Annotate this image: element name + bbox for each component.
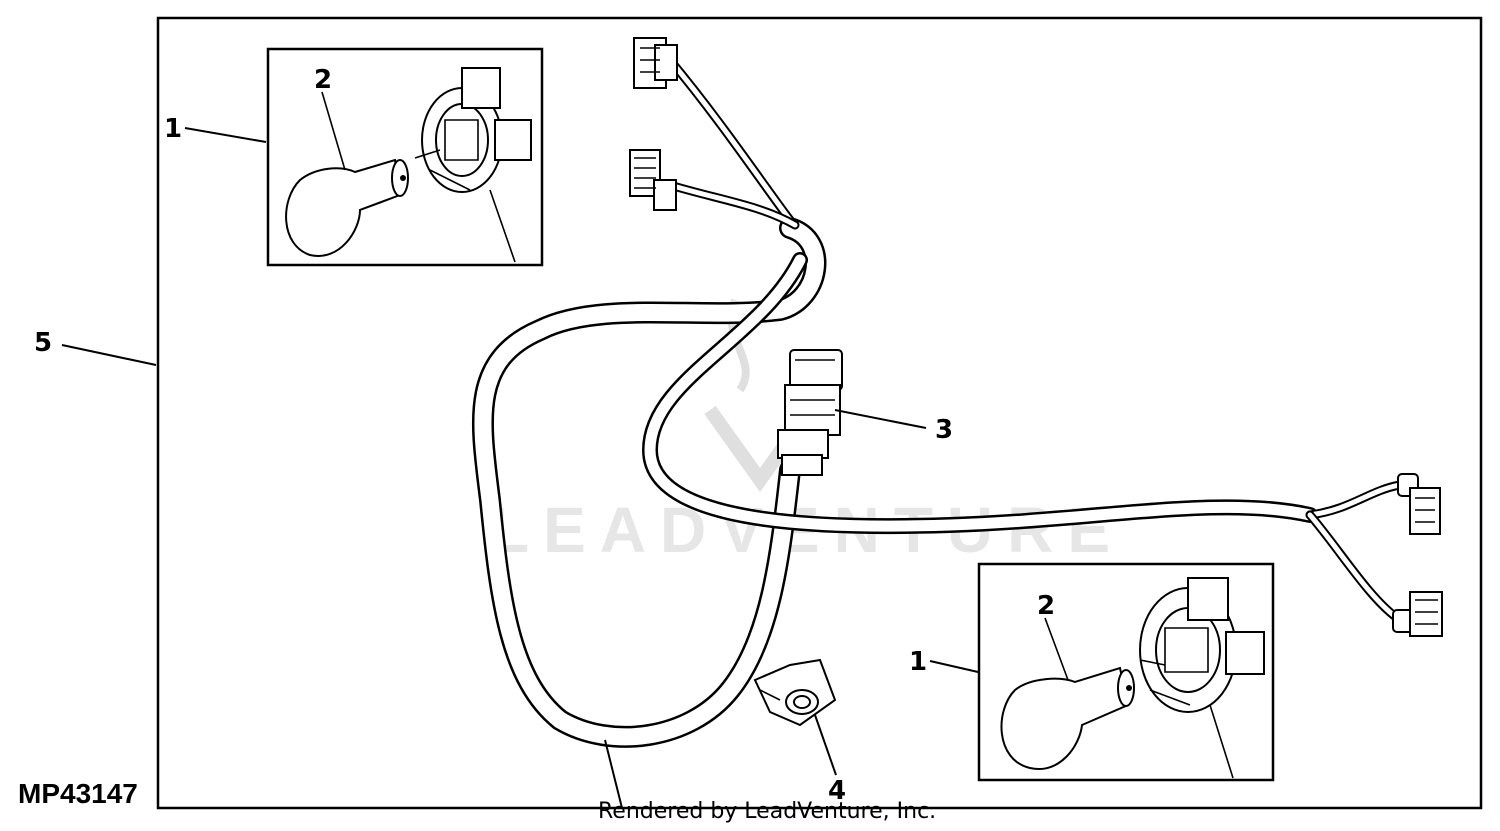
callout-label-2-lower: 2 [1037,591,1055,621]
wiring-harness [471,55,1405,748]
socket-item-4 [753,658,837,727]
connector-item-3 [777,349,843,476]
connector-upper-left [629,149,677,211]
callout-label-1-lower: 1 [909,647,927,677]
inset-upper-left [266,47,544,267]
socket-upper [414,67,532,193]
harness-leader-line [604,739,623,809]
figure-id: MP43147 [18,778,138,809]
connector-right-lower [1392,591,1443,637]
callout-3: 3 [834,409,953,445]
callout-2-lower: 2 [1037,591,1055,621]
callout-4: 4 [814,714,846,806]
callout-5: 5 [34,328,157,366]
inset-lower-right [977,562,1275,782]
credit-text: Rendered by LeadVenture, Inc. [598,799,936,824]
callout-label-4: 4 [828,776,846,806]
callout-label-2-upper: 2 [314,65,332,95]
connector-right-upper [1397,473,1441,535]
connector-top [633,37,678,89]
bulb-upper [285,158,409,257]
socket-lower [1139,577,1265,713]
callout-2-upper: 2 [314,65,332,95]
diagram-frame [156,16,1483,810]
callout-label-3: 3 [935,415,953,445]
callout-label-1-upper: 1 [164,114,182,144]
callout-label-5: 5 [34,328,52,358]
callout-1-lower: 1 [909,647,979,677]
callout-1-upper: 1 [164,114,267,144]
bulb-lower [1000,666,1135,771]
